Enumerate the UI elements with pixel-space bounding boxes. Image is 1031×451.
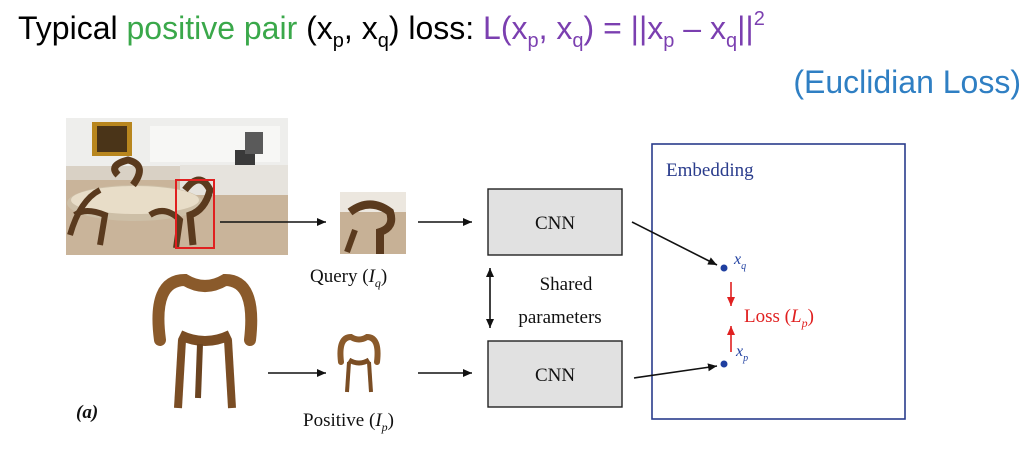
chair-image-large: [152, 273, 258, 409]
loss-label: Loss (Lp): [744, 306, 814, 330]
embedding-frame: [651, 143, 906, 420]
panel-tag: (a): [76, 402, 98, 423]
pair-close: ) loss:: [388, 10, 484, 46]
positive-label: Positive (Ip): [303, 410, 394, 434]
sub-p: p: [332, 30, 344, 52]
pair-comma: , x: [343, 10, 378, 46]
cnn-bottom-label: CNN: [535, 365, 575, 386]
parameters-label: parameters: [518, 307, 601, 328]
sub-q: q: [377, 30, 389, 52]
cnn-box-top: [487, 188, 623, 256]
embedding-title: Embedding: [666, 160, 754, 181]
cnn-top-label: CNN: [535, 213, 575, 234]
shared-label: Shared: [540, 274, 593, 295]
arrow-cnn-top-to-embedding: [631, 221, 718, 266]
euclidian-loss-caption: (Euclidian Loss): [793, 64, 1021, 100]
kitchen-scene-image: [66, 118, 288, 255]
positive-pair-text: positive pair: [126, 10, 298, 46]
headline-prefix: Typical: [18, 10, 127, 46]
point-xq-label: xq: [733, 251, 746, 272]
point-xq: [720, 264, 728, 272]
chair-image-small: [337, 333, 381, 393]
headline: Typical positive pair (xp, xq) loss: L(x…: [18, 8, 765, 53]
cnn-box-bottom: [487, 340, 623, 408]
point-xp-label: xp: [735, 343, 748, 364]
query-label: Query (Iq): [310, 266, 387, 290]
arrow-cnn-bottom-to-embedding: [633, 363, 718, 379]
query-crop-image: [340, 192, 406, 254]
pair-open: (x: [297, 10, 333, 46]
point-xp: [720, 360, 728, 368]
loss-formula: L(xp, xq) = ||xp – xq||2: [483, 8, 765, 52]
